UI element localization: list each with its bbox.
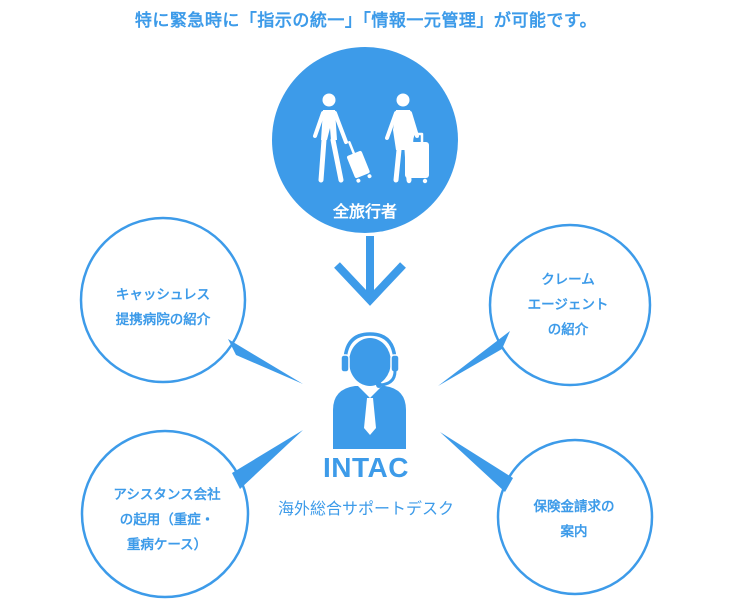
pointer-assistance <box>232 430 303 489</box>
service-label-line: クレーム <box>541 272 595 288</box>
service-circle-insurance-claim <box>496 438 654 596</box>
service-label-line: キャッシュレス <box>115 287 211 303</box>
service-label-cashless: キャッシュレス 提携病院の紹介 <box>78 283 248 333</box>
service-label-line: 保険金請求の <box>533 499 615 515</box>
pointer-cashless <box>228 339 303 384</box>
travelers-with-suitcases-icon <box>313 93 429 184</box>
headline: 特に緊急時に「指示の統一」「情報一元管理」が可能です。 <box>134 11 598 31</box>
center-title: INTAC <box>323 452 409 483</box>
center-subtitle: 海外総合サポートデスク <box>277 499 454 518</box>
service-label-claim-agent: クレーム エージェント の紹介 <box>488 268 648 343</box>
all-travelers-label: 全旅行者 <box>332 202 397 221</box>
service-label-insurance-claim: 保険金請求の 案内 <box>494 495 654 545</box>
service-label-line: 重病ケース） <box>126 537 208 553</box>
service-label-line: 提携病院の紹介 <box>115 312 211 328</box>
service-circle-cashless <box>79 216 247 384</box>
down-arrow-icon <box>334 236 406 306</box>
service-label-line: エージェント <box>527 297 609 313</box>
support-operator-headset-icon <box>333 332 406 449</box>
pointer-claim-agent <box>438 331 510 386</box>
service-circle-assistance <box>80 429 250 599</box>
all-travelers-circle <box>272 47 458 233</box>
service-label-line: の起用（重症・ <box>119 512 215 528</box>
service-label-line: アシスタンス会社 <box>113 487 221 503</box>
pointer-insurance-claim <box>440 432 513 492</box>
service-circle-claim-agent <box>488 223 652 387</box>
service-label-line: 案内 <box>560 524 588 540</box>
service-label-line: の紹介 <box>547 322 589 338</box>
service-label-assistance: アシスタンス会社 の起用（重症・ 重病ケース） <box>72 483 262 558</box>
